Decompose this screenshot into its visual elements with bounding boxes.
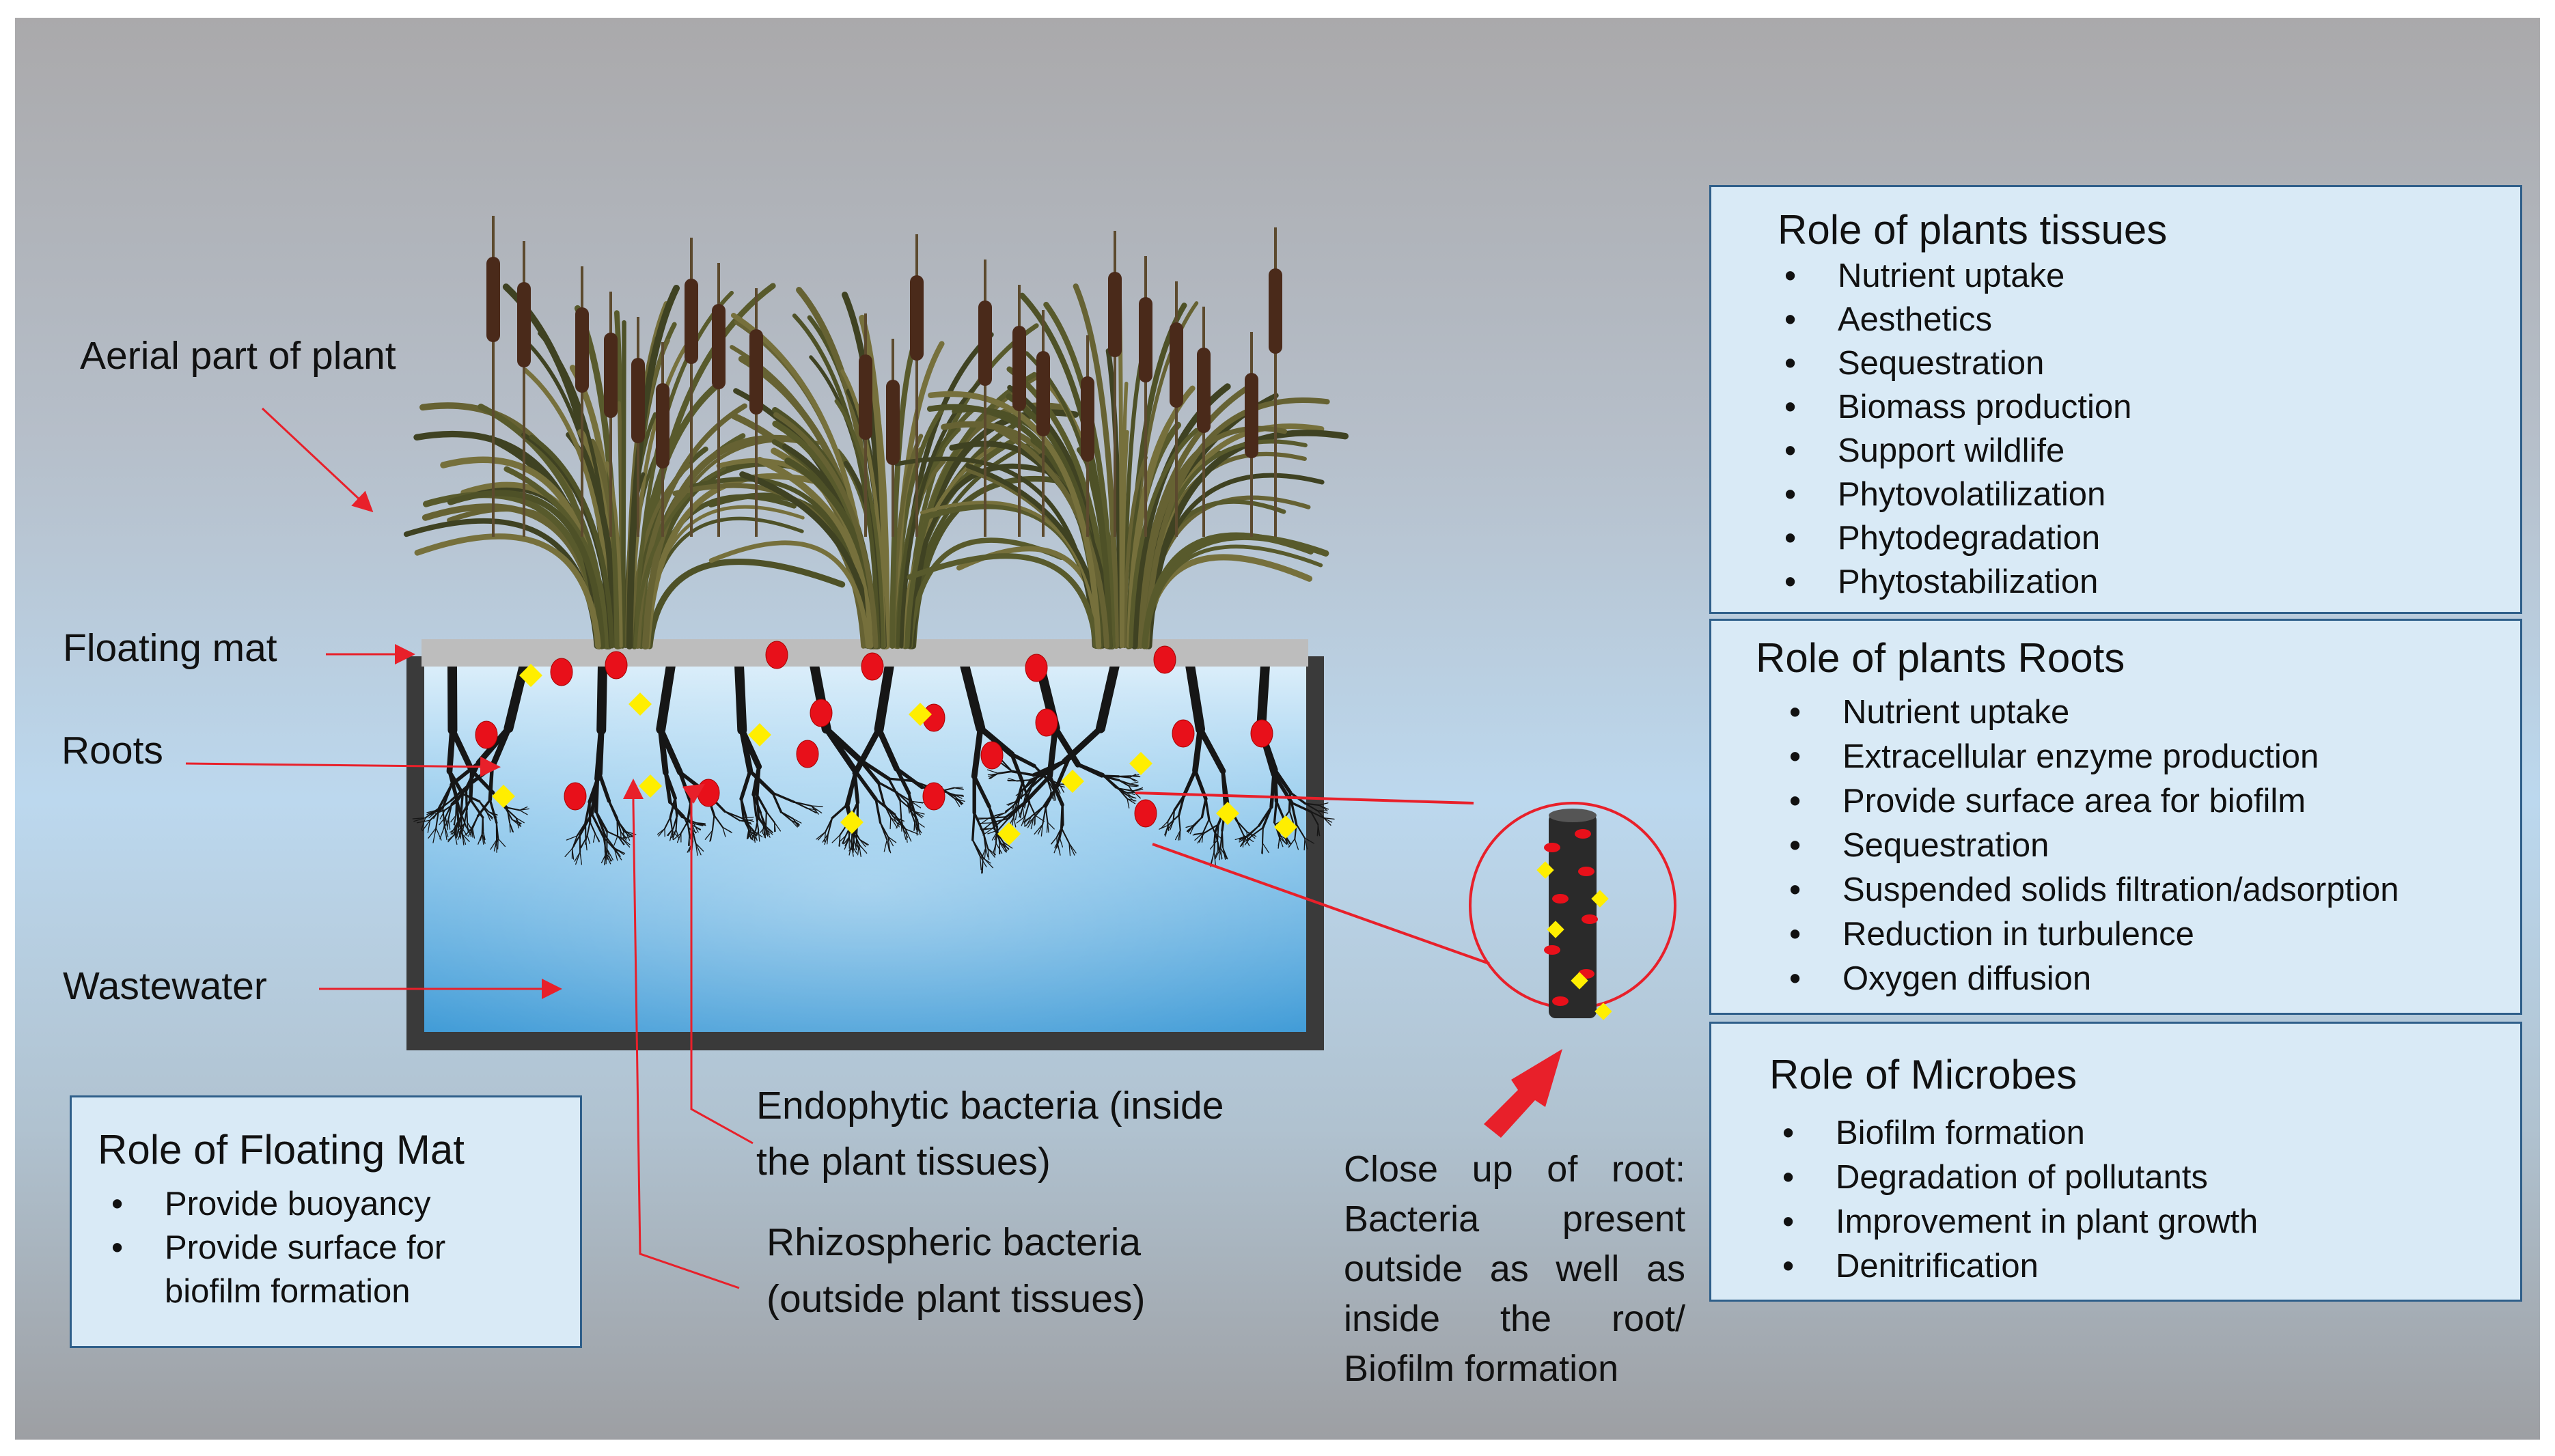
box-plant-tissues-list: •Nutrient uptake •Aesthetics •Sequestrat… [1784,254,2520,604]
endophytic-arrow [682,783,754,1145]
box-plant-roots: Role of plants Roots •Nutrient uptake •E… [1709,619,2522,1015]
list-item: •Improvement in plant growth [1782,1203,2259,1240]
zoom-line-bottom [1152,843,1490,965]
box-plant-tissues: Role of plants tissues •Nutrient uptake … [1709,185,2522,614]
list-item: •Provide surface area for biofilm [1789,783,2306,820]
cattail-spikes [486,216,1282,537]
list-item: •Biofilm formation [1782,1115,2085,1151]
box-floating-mat-list: •Provide buoyancy •Provide surface for b… [111,1182,580,1313]
list-item: •Suspended solids filtration/adsorption [1789,871,2399,908]
box-microbes: Role of Microbes •Biofilm formation •Deg… [1709,1022,2522,1302]
list-item: •Degradation of pollutants [1782,1159,2208,1196]
label-endophytic-line2: the plant tissues) [756,1140,1051,1184]
root-closeup [1135,792,1676,1020]
tank-right-wall [1306,656,1324,1049]
list-item: •Aesthetics [1784,301,1993,338]
box-plant-roots-list: •Nutrient uptake •Extracellular enzyme p… [1789,690,2520,1001]
label-arrows [185,407,754,1289]
list-item: •Phytodegradation [1784,520,2101,557]
bacteria [475,641,1297,845]
tank [406,656,1324,1050]
list-item: •Provide surface for [111,1229,446,1266]
label-wastewater: Wastewater [63,964,267,1008]
label-rhizospheric-line1: Rhizospheric bacteria [766,1220,1142,1264]
diagram-illustration [185,216,1676,1289]
label-roots: Roots [61,729,163,772]
list-item: •Nutrient uptake [1789,694,2070,731]
list-item: •Extracellular enzyme production [1789,738,2319,775]
closeup-arrow [1484,1049,1562,1138]
rhizospheric-arrow [623,779,740,1289]
list-item: •Reduction in turbulence [1789,916,2194,953]
list-item: •Provide buoyancy [111,1186,431,1222]
aerial-arrow [261,407,374,513]
label-rhizospheric-line2: (outside plant tissues) [766,1277,1146,1321]
box-microbes-title: Role of Microbes [1769,1052,2077,1097]
zoom-line-top [1135,792,1474,804]
list-item: •Support wildlife [1784,432,2065,469]
list-item: biofilm formation [165,1273,411,1310]
closeup-caption: Close up of root: Bacteria present outsi… [1344,1149,1685,1389]
list-item: •Phytostabilization [1784,563,2099,600]
label-endophytic-line1: Endophytic bacteria (inside [756,1084,1224,1128]
roots-arrow [185,756,501,777]
list-item: •Denitrification [1782,1248,2039,1285]
list-item: •Sequestration [1784,345,2045,382]
list-item: •Oxygen diffusion [1789,960,2092,997]
box-microbes-list: •Biofilm formation •Degradation of pollu… [1782,1111,2520,1289]
list-item: •Biomass production [1784,389,2132,425]
list-item: •Sequestration [1789,827,2049,864]
box-floating-mat-title: Role of Floating Mat [98,1127,465,1173]
tank-left-wall [406,656,424,1049]
box-floating-mat: Role of Floating Mat •Provide buoyancy •… [70,1095,582,1348]
root-segment [1549,813,1597,1018]
label-floating-mat: Floating mat [63,626,277,670]
tank-floor [406,1032,1324,1050]
box-plant-roots-title: Role of plants Roots [1756,635,2125,681]
list-item: •Nutrient uptake [1784,257,2065,294]
diagram-canvas: Aerial part of plant Floating mat Roots … [15,18,2540,1440]
label-aerial-part: Aerial part of plant [80,334,396,378]
list-item: •Phytovolatilization [1784,476,2106,513]
box-plant-tissues-title: Role of plants tissues [1778,207,2168,253]
